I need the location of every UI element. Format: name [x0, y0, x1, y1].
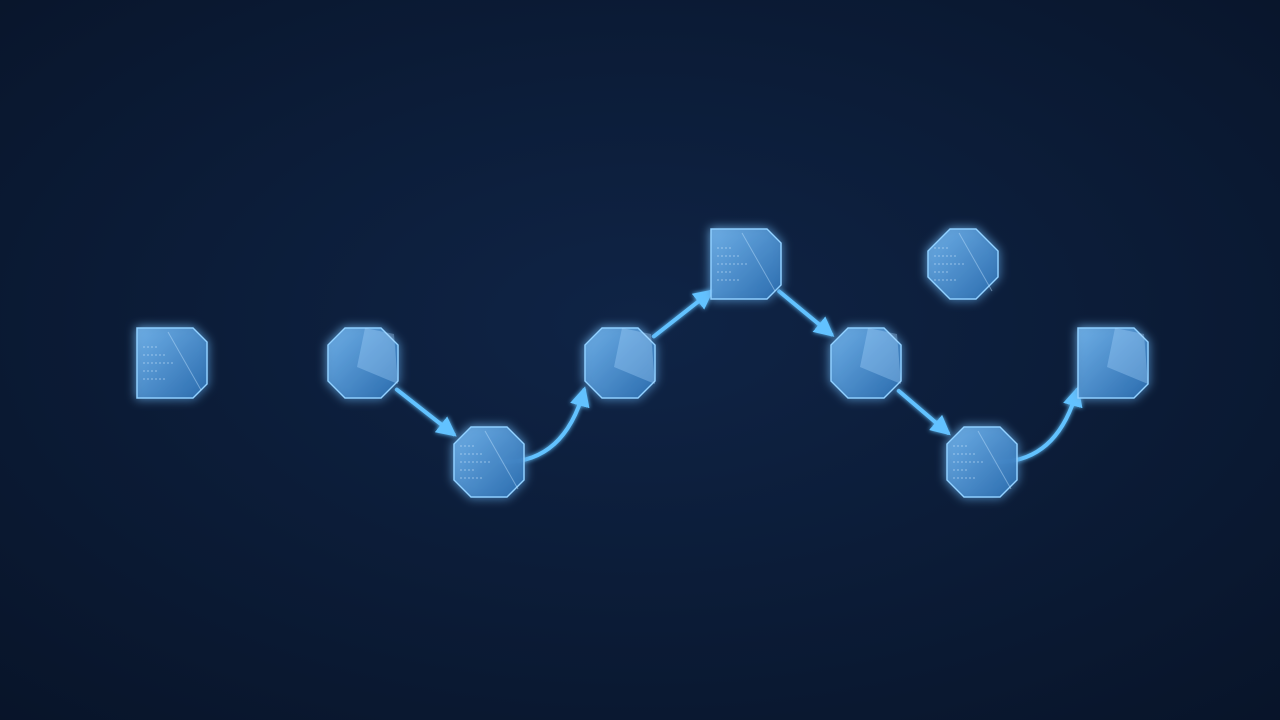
crystal-facet-icon	[1107, 328, 1148, 384]
edge-arrow-n5-n7	[777, 289, 835, 337]
node-outline-n4	[584, 327, 656, 399]
edge-arrow-n7-n8	[896, 388, 951, 436]
node-outline-n3	[453, 426, 525, 498]
node-n7	[830, 327, 902, 399]
node-outline-n5	[710, 228, 782, 300]
circuit-pattern-icon	[953, 430, 1012, 490]
node-n3	[453, 426, 525, 498]
circuit-pattern-icon	[934, 232, 993, 292]
node-n1	[136, 327, 208, 399]
node-outline-n9	[1077, 327, 1149, 399]
node-shape-n4	[584, 327, 656, 399]
node-outline-n8	[946, 426, 1018, 498]
crystal-facet-icon	[860, 328, 901, 384]
node-shape-n9	[1077, 327, 1149, 399]
crystal-facet-icon	[357, 328, 398, 384]
node-n6	[927, 228, 999, 300]
node-n9	[1077, 327, 1149, 399]
node-outline-n1	[136, 327, 208, 399]
circuit-pattern-icon	[460, 430, 519, 490]
circuit-pattern-icon	[143, 331, 202, 391]
node-n5	[710, 228, 782, 300]
node-n4	[584, 327, 656, 399]
node-n8	[946, 426, 1018, 498]
node-n2	[327, 327, 399, 399]
node-shape-n2	[327, 327, 399, 399]
circuit-pattern-icon	[717, 232, 776, 292]
node-outline-n7	[830, 327, 902, 399]
nodes-layer	[136, 228, 1149, 498]
edge-arrow-n2-n3	[394, 387, 457, 437]
node-outline-n2	[327, 327, 399, 399]
node-outline-n6	[927, 228, 999, 300]
edge-arrow-n4-n5	[651, 289, 714, 339]
crystal-facet-icon	[614, 328, 655, 384]
node-shape-n7	[830, 327, 902, 399]
